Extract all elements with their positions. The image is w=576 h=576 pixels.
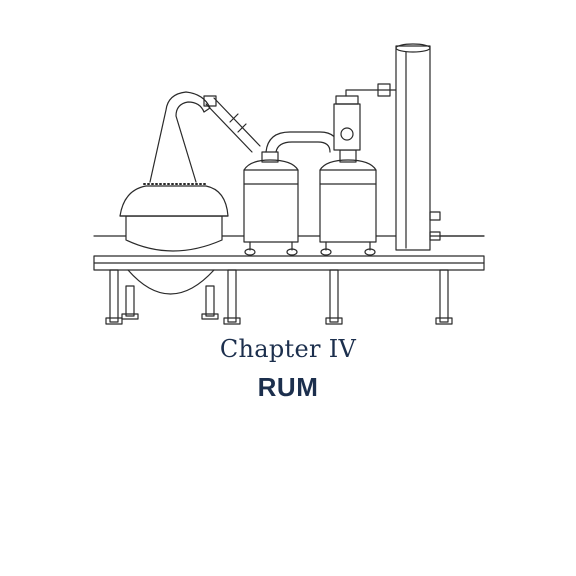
distillery-still-icon (93, 43, 485, 325)
chapter-title: RUM (257, 372, 319, 402)
distillery-illustration (93, 43, 485, 325)
chapter-heading: Chapter IV (219, 335, 357, 363)
